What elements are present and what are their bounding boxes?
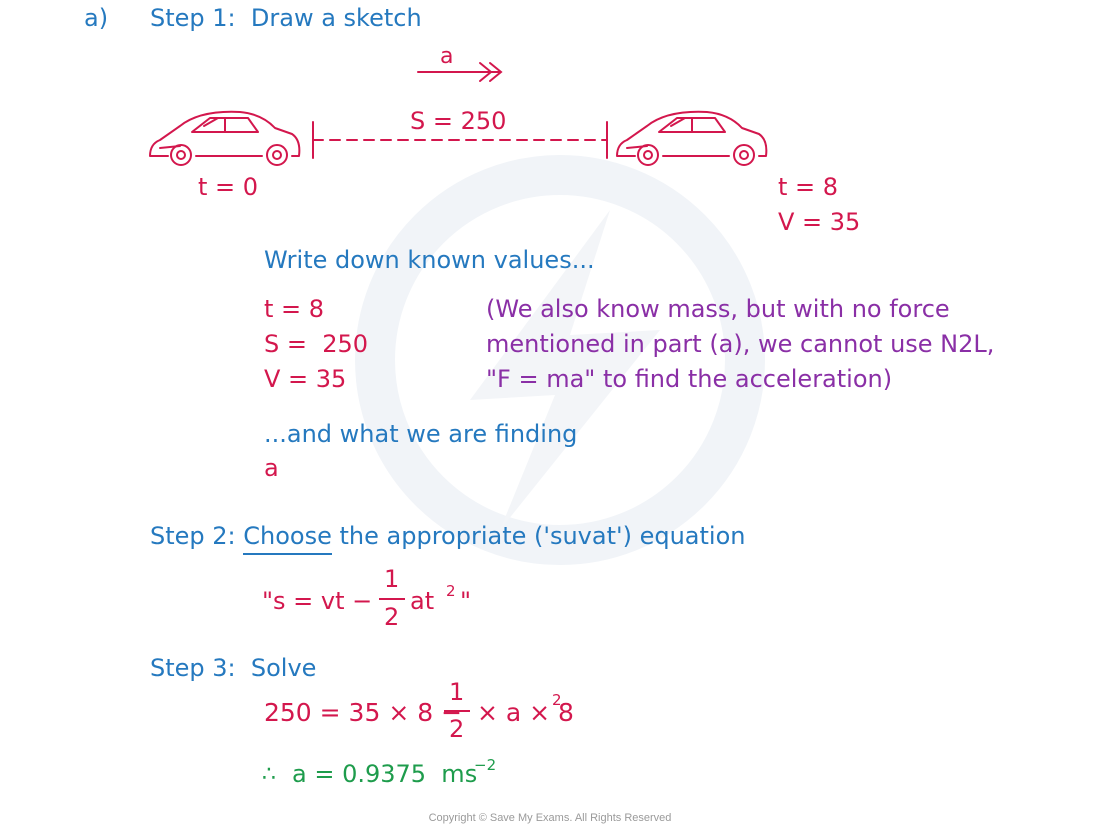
copyright-notice: Copyright © Save My Exams. All Rights Re… xyxy=(428,812,672,824)
end-velocity-label: V = 35 xyxy=(778,208,861,236)
right-car-icon xyxy=(616,110,768,166)
left-car-icon xyxy=(149,110,301,166)
equation-left: "s = vt − xyxy=(262,587,373,615)
equation-fraction-bar xyxy=(379,598,405,600)
distance-label: S = 250 xyxy=(410,107,507,135)
start-time-label: t = 0 xyxy=(198,173,259,201)
solve-denominator: 2 xyxy=(449,715,465,743)
part-label: a) xyxy=(84,4,109,32)
step3-heading: Step 3: Solve xyxy=(150,654,317,682)
equation-denominator: 2 xyxy=(384,603,400,631)
step2-suffix: the appropriate ('suvat') equation xyxy=(331,522,746,550)
solve-power: 2 xyxy=(552,691,562,709)
finding-value: a xyxy=(264,454,279,482)
equation-numerator: 1 xyxy=(384,565,400,593)
step1-heading: Step 1: Draw a sketch xyxy=(150,4,422,32)
equation-power: 2 xyxy=(446,582,456,600)
known-value-s: S = 250 xyxy=(264,330,369,358)
therefore-icon: ∴ xyxy=(262,762,276,787)
note-line-3: "F = ma" to find the acceleration) xyxy=(486,365,893,393)
known-value-t: t = 8 xyxy=(264,295,325,323)
result-text: a = 0.9375 ms xyxy=(292,760,478,788)
end-time-label: t = 8 xyxy=(778,173,839,201)
solve-left: 250 = 35 × 8 − xyxy=(264,698,463,727)
solve-fraction-bar xyxy=(444,710,470,712)
result-power: −2 xyxy=(474,756,497,774)
acceleration-label: a xyxy=(440,44,454,69)
solve-right: × a × 8 xyxy=(477,698,574,727)
solve-numerator: 1 xyxy=(449,678,465,706)
finding-heading: ...and what we are finding xyxy=(264,420,578,448)
equation-close-quote: " xyxy=(460,587,472,615)
note-line-2: mentioned in part (a), we cannot use N2L… xyxy=(486,330,995,358)
step2-prefix: Step 2: xyxy=(150,522,244,550)
equation-right: at xyxy=(410,587,435,615)
step2-underlined: Choose xyxy=(243,522,332,555)
known-value-v: V = 35 xyxy=(264,365,347,393)
step2-heading: Step 2: Choose the appropriate ('suvat')… xyxy=(150,522,746,555)
note-line-1: (We also know mass, but with no force xyxy=(486,295,950,323)
known-values-heading: Write down known values... xyxy=(264,246,595,274)
